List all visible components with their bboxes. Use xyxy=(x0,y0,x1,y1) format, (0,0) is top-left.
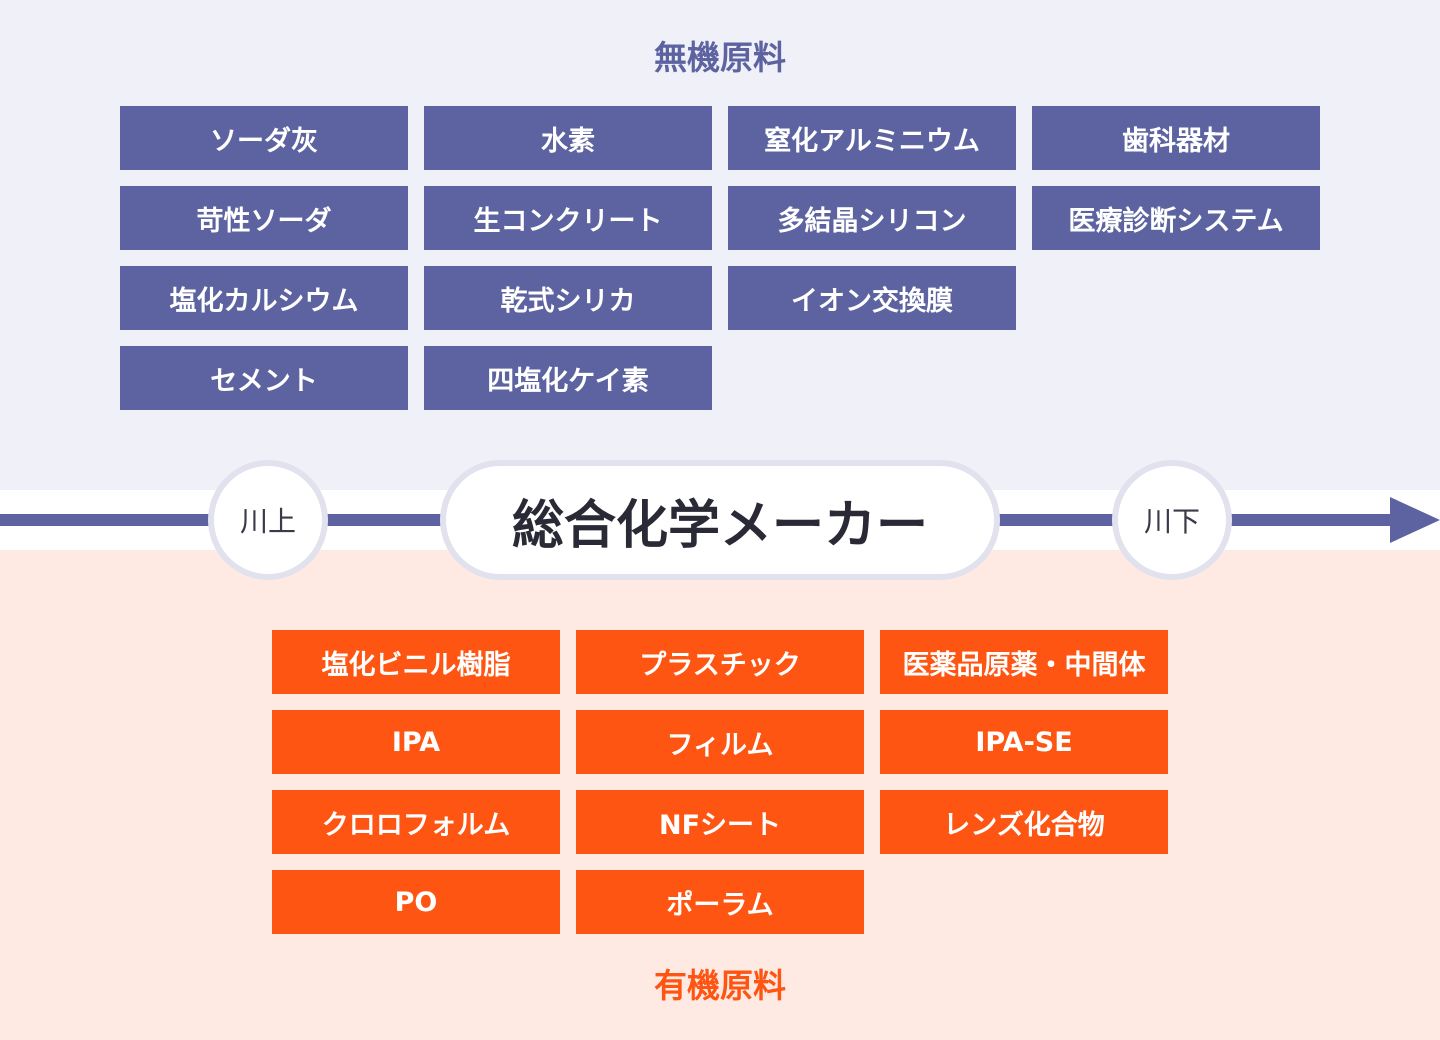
inorganic-item: セメント xyxy=(120,346,408,410)
inorganic-item: 医療診断システム xyxy=(1032,186,1320,250)
flow-line-left xyxy=(0,514,210,526)
inorganic-item: 塩化カルシウム xyxy=(120,266,408,330)
organic-item: フィルム xyxy=(576,710,864,774)
inorganic-item: 乾式シリカ xyxy=(424,266,712,330)
downstream-label: 川下 xyxy=(1112,460,1232,580)
inorganic-empty-cell xyxy=(1032,266,1320,330)
flow-line-mid-right xyxy=(982,514,1118,526)
inorganic-grid: ソーダ灰 苛性ソーダ 塩化カルシウム セメント 水素 生コンクリート 乾式シリカ… xyxy=(120,106,1320,410)
inorganic-item: 生コンクリート xyxy=(424,186,712,250)
organic-item: クロロフォルム xyxy=(272,790,560,854)
organic-item: PO xyxy=(272,870,560,934)
inorganic-item: 四塩化ケイ素 xyxy=(424,346,712,410)
arrow-right-icon xyxy=(1390,497,1440,543)
organic-empty-cell xyxy=(880,870,1168,934)
inorganic-item: 水素 xyxy=(424,106,712,170)
organic-grid: 塩化ビニル樹脂 IPA クロロフォルム PO プラスチック フィルム NFシート… xyxy=(272,630,1168,934)
organic-item: ポーラム xyxy=(576,870,864,934)
upstream-label: 川上 xyxy=(208,460,328,580)
inorganic-item: イオン交換膜 xyxy=(728,266,1016,330)
flow-line-right xyxy=(1224,514,1394,526)
organic-item: NFシート xyxy=(576,790,864,854)
flow-line-mid-left xyxy=(320,514,448,526)
inorganic-item: 多結晶シリコン xyxy=(728,186,1016,250)
organic-item: 塩化ビニル樹脂 xyxy=(272,630,560,694)
inorganic-item: 苛性ソーダ xyxy=(120,186,408,250)
organic-item: IPA xyxy=(272,710,560,774)
inorganic-empty-cell xyxy=(728,346,1016,410)
inorganic-item: 歯科器材 xyxy=(1032,106,1320,170)
organic-item: レンズ化合物 xyxy=(880,790,1168,854)
center-title: 総合化学メーカー xyxy=(440,460,1000,580)
organic-heading: 有機原料 xyxy=(654,966,786,1005)
inorganic-item: 窒化アルミニウム xyxy=(728,106,1016,170)
inorganic-heading: 無機原料 xyxy=(654,38,786,77)
organic-item: 医薬品原薬・中間体 xyxy=(880,630,1168,694)
inorganic-empty-cell xyxy=(1032,346,1320,410)
organic-item: プラスチック xyxy=(576,630,864,694)
organic-item: IPA-SE xyxy=(880,710,1168,774)
inorganic-item: ソーダ灰 xyxy=(120,106,408,170)
